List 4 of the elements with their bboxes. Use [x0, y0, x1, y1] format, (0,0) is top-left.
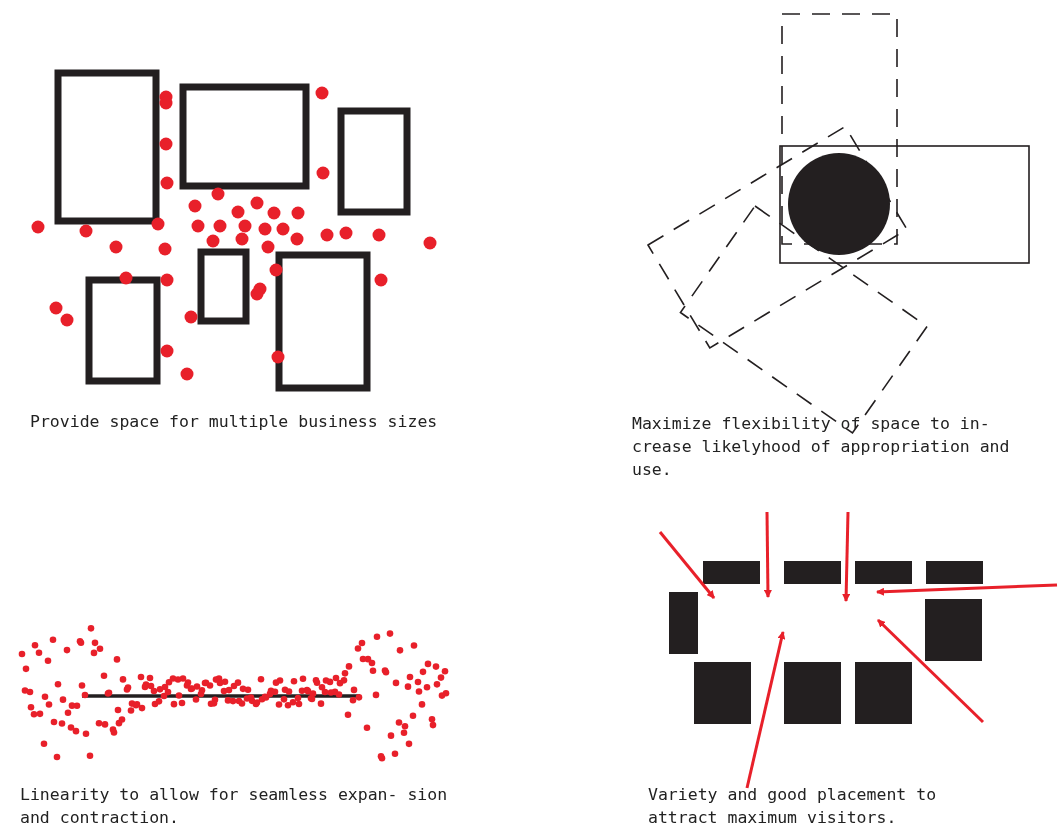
caption: Provide space for multiple business sizes [30, 411, 439, 433]
caption: Variety and good placement to attract maximum visitors. [648, 784, 938, 826]
caption: Maximize flexibility of space to in- crease likelyhood of appropriation and use. [632, 413, 1011, 481]
caption: Linearity to allow for seamless expan- sion and contraction. [20, 784, 449, 826]
